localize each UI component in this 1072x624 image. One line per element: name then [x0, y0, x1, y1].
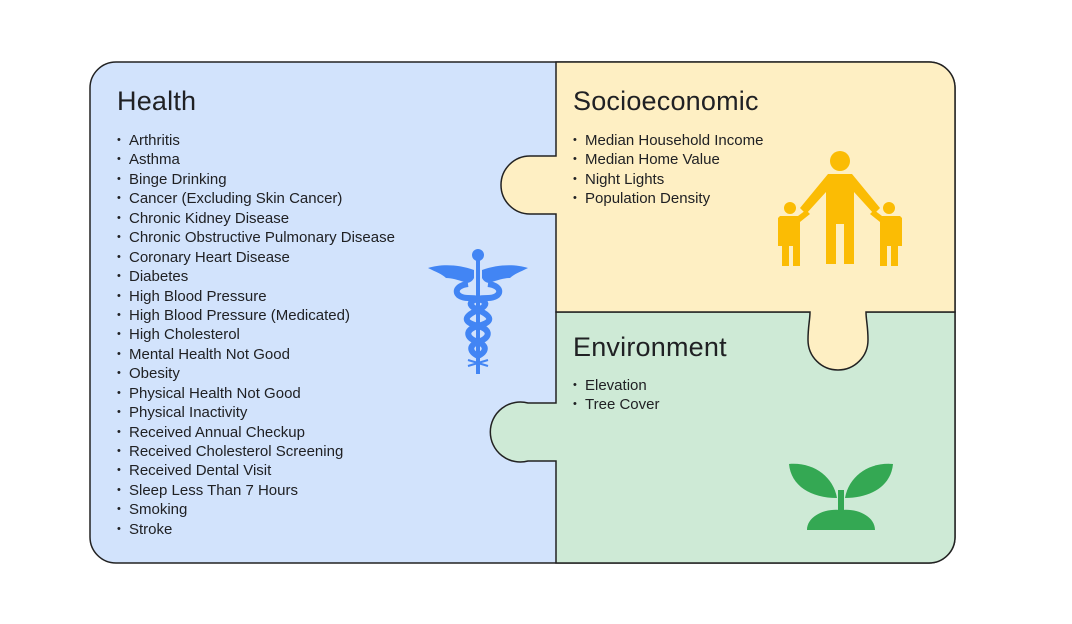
socioeconomic-title: Socioeconomic	[573, 86, 759, 116]
list-item: Physical Inactivity	[117, 403, 395, 422]
list-item: Elevation	[573, 376, 659, 395]
environment-list: Elevation Tree Cover	[573, 376, 659, 415]
list-item: Median Home Value	[573, 150, 763, 169]
list-item: Physical Health Not Good	[117, 384, 395, 403]
caduceus-icon	[428, 249, 528, 374]
list-item: Mental Health Not Good	[117, 345, 395, 364]
list-item: High Cholesterol	[117, 325, 395, 344]
health-title: Health	[117, 86, 197, 116]
list-item: Asthma	[117, 150, 395, 169]
list-item: Coronary Heart Disease	[117, 248, 395, 267]
list-item: Population Density	[573, 189, 763, 208]
list-item: Arthritis	[117, 131, 395, 150]
list-item: Chronic Kidney Disease	[117, 209, 395, 228]
sprout-icon	[789, 463, 893, 530]
list-item: High Blood Pressure (Medicated)	[117, 306, 395, 325]
list-item: High Blood Pressure	[117, 287, 395, 306]
list-item: Received Cholesterol Screening	[117, 442, 395, 461]
health-list: Arthritis Asthma Binge Drinking Cancer (…	[117, 131, 395, 539]
list-item: Night Lights	[573, 170, 763, 189]
list-item: Median Household Income	[573, 131, 763, 150]
list-item: Cancer (Excluding Skin Cancer)	[117, 189, 395, 208]
family-icon	[778, 151, 902, 266]
list-item: Stroke	[117, 520, 395, 539]
list-item: Diabetes	[117, 267, 395, 286]
environment-title: Environment	[573, 332, 727, 362]
list-item: Tree Cover	[573, 395, 659, 414]
socioeconomic-list: Median Household Income Median Home Valu…	[573, 131, 763, 209]
list-item: Chronic Obstructive Pulmonary Disease	[117, 228, 395, 247]
list-item: Smoking	[117, 500, 395, 519]
list-item: Received Annual Checkup	[117, 423, 395, 442]
list-item: Received Dental Visit	[117, 461, 395, 480]
list-item: Sleep Less Than 7 Hours	[117, 481, 395, 500]
list-item: Obesity	[117, 364, 395, 383]
list-item: Binge Drinking	[117, 170, 395, 189]
